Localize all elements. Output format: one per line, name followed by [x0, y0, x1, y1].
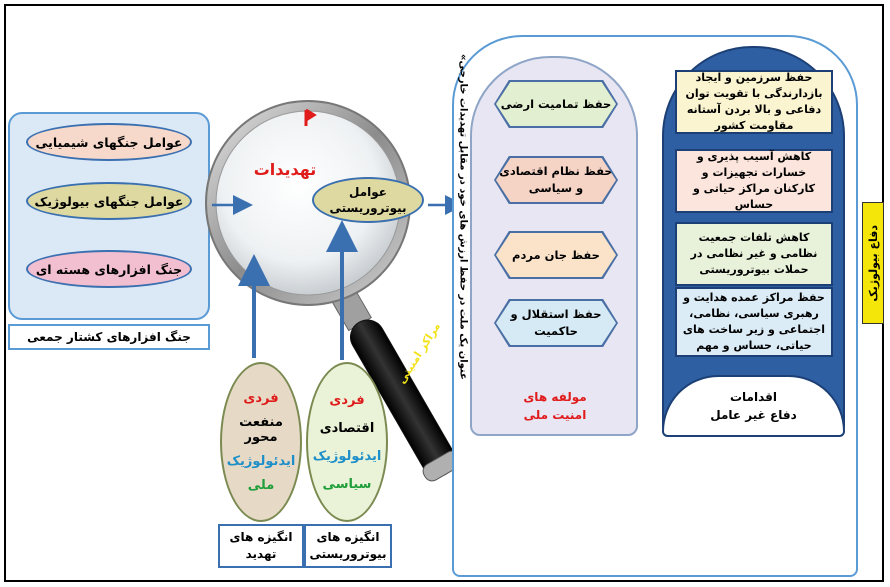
defense-box-4: حفظ مراکز عمده هدایت و رهبری سیاسی، نظام… — [675, 287, 833, 357]
defense-footer-line1: اقدامات — [729, 390, 777, 404]
biodefense-side-tag: دفاع بیولوژیک — [862, 202, 884, 324]
bioterror-agents-pill: عوامل بیوتروریستی — [312, 177, 424, 223]
security-footer: مولفه های امنیت ملی — [523, 390, 587, 422]
threat-motives-label: انگیزه های تهدید — [218, 524, 304, 568]
hex-economic-political: حفظ نظام اقتصادی و سیاسی — [494, 156, 618, 204]
wmd-item-biological: عوامل جنگهای بیولوژیک — [26, 182, 192, 220]
threat-motive-individual: فردی — [243, 390, 279, 406]
defense-box-1: حفظ سرزمین و ایجاد بازدارندگی با تقویت ت… — [675, 70, 833, 134]
threat-motives-ellipse: فردی منفعت محور ایدئولوژیک ملی — [220, 362, 302, 522]
passive-defense-footer-box — [662, 375, 845, 437]
hex-territorial-integrity: حفظ تمامیت ارضی — [494, 80, 618, 128]
defense-footer-line2: دفاع غیر عامل — [710, 408, 797, 422]
wmd-label: جنگ افزارهای کشتار جمعی — [8, 324, 210, 350]
threat-motive-profit: منفعت محور — [239, 414, 283, 445]
wmd-item-nuclear: جنگ افزارهای هسته ای — [26, 250, 192, 288]
security-definition-vertical: عنوان یک ملت در حفظ ارزش های خود در مقاب… — [457, 54, 469, 380]
defense-box-2: کاهش آسیب پذیری و خسارات تجهیزات و کارکن… — [675, 149, 833, 213]
threats-title: تهدیدات — [253, 160, 317, 179]
bio-motive-economic: اقتصادی — [319, 420, 375, 436]
threat-motive-national: ملی — [247, 478, 275, 494]
bio-motives-ellipse: فردی اقتصادی ایدئولوژیک سیاسی — [306, 362, 388, 522]
bio-motive-individual: فردی — [329, 392, 365, 408]
bio-motives-label: انگیزه های بیوتروریستی — [304, 524, 392, 568]
bio-motive-ideological: ایدئولوژیک — [312, 448, 382, 464]
hex-lives: حفظ جان مردم — [494, 231, 618, 279]
wmd-item-chemical: عوامل جنگهای شیمیایی — [26, 123, 192, 161]
threat-motive-ideological: ایدئولوژیک — [226, 454, 296, 470]
hex-sovereignty: حفظ استقلال و حاکمیت — [494, 299, 618, 347]
defense-box-3: کاهش تلفات جمعیت نظامی و غیر نظامی در حم… — [675, 222, 833, 286]
bio-motive-political: سیاسی — [322, 476, 372, 492]
